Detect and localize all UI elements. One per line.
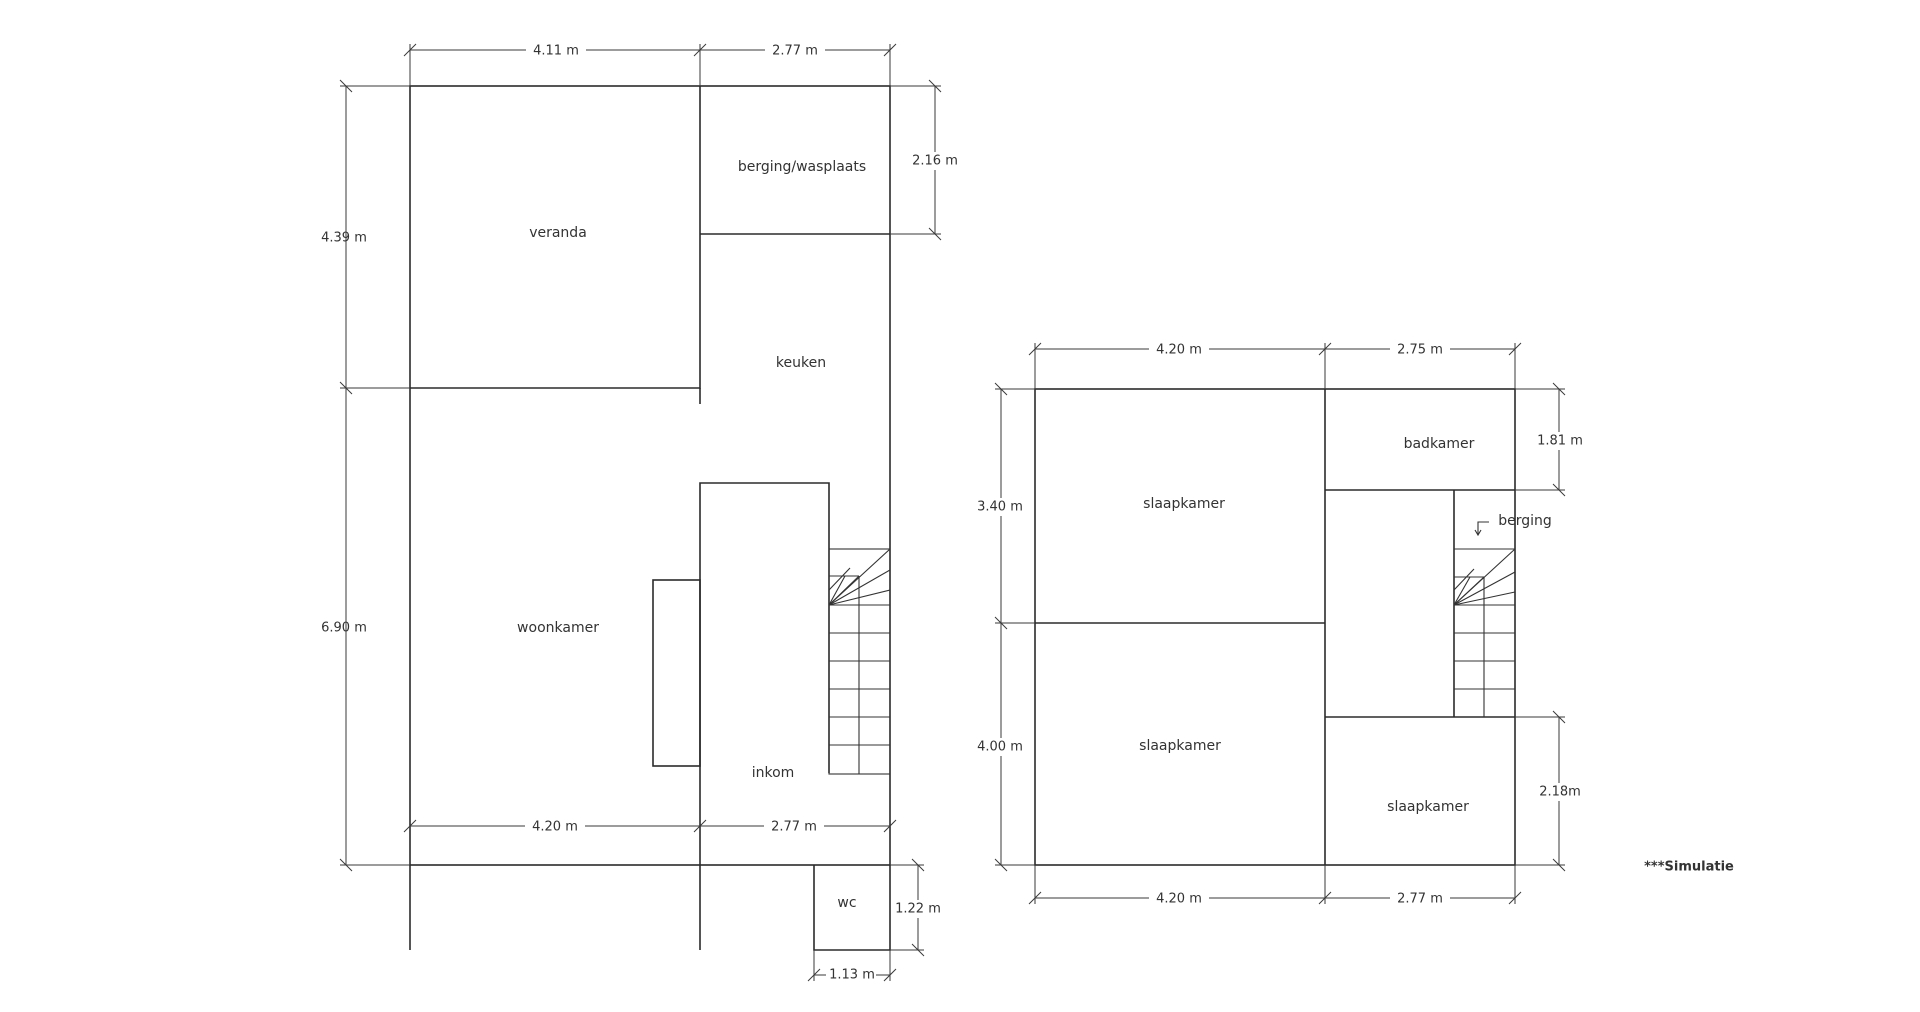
dim-ground-wc-height: 1.22 m [895,902,941,917]
dim-first-right-lower: 2.18m [1539,785,1581,800]
dim-ground-left-lower: 6.90 m [321,621,367,636]
dim-first-right-badkamer: 1.81 m [1537,434,1583,449]
dim-first-left-upper: 3.40 m [977,500,1023,515]
dim-first-bottom-right: 2.77 m [1397,892,1443,907]
ground-floor-staircase [828,548,891,775]
first-floor-outline [1034,388,1516,866]
dim-first-top-right: 2.75 m [1397,343,1443,358]
dim-ground-wc-width: 1.13 m [829,968,875,983]
dim-ground-top-right: 2.77 m [772,44,818,59]
inkom-wall [699,482,830,950]
dim-first-bottom-left: 4.20 m [1156,892,1202,907]
dim-first-left-lower: 4.00 m [977,740,1023,755]
dim-ground-top-left: 4.11 m [533,44,579,59]
room-label-berging: berging [1498,513,1552,529]
room-label-wc: wc [837,895,856,911]
ground-floor-dimensions [339,43,942,982]
dim-first-top-left: 4.20 m [1156,343,1202,358]
dim-ground-right-berging: 2.16 m [912,154,958,169]
ground-floor-plan [409,85,891,951]
room-label-slaapkamer-2: slaapkamer [1139,738,1221,754]
first-floor-staircase [1453,548,1516,717]
fireplace [652,579,701,767]
room-label-berging-wasplaats: berging/wasplaats [738,159,866,175]
wc-wall [813,865,891,951]
berging-arrow-icon [1477,521,1489,534]
room-label-keuken: keuken [776,355,826,371]
dim-ground-bottom-left: 4.20 m [532,820,578,835]
room-label-inkom: inkom [752,765,795,781]
ground-floor-outline [409,85,891,866]
room-label-veranda: veranda [529,225,587,241]
room-label-slaapkamer-3: slaapkamer [1387,799,1469,815]
room-label-badkamer: badkamer [1404,436,1475,452]
room-label-slaapkamer-1: slaapkamer [1143,496,1225,512]
dim-ground-bottom-right: 2.77 m [771,820,817,835]
simulation-note: ***Simulatie [1644,860,1734,875]
room-label-woonkamer: woonkamer [517,620,599,636]
dim-ground-left-upper: 4.39 m [321,231,367,246]
first-floor-plan [1034,388,1516,866]
